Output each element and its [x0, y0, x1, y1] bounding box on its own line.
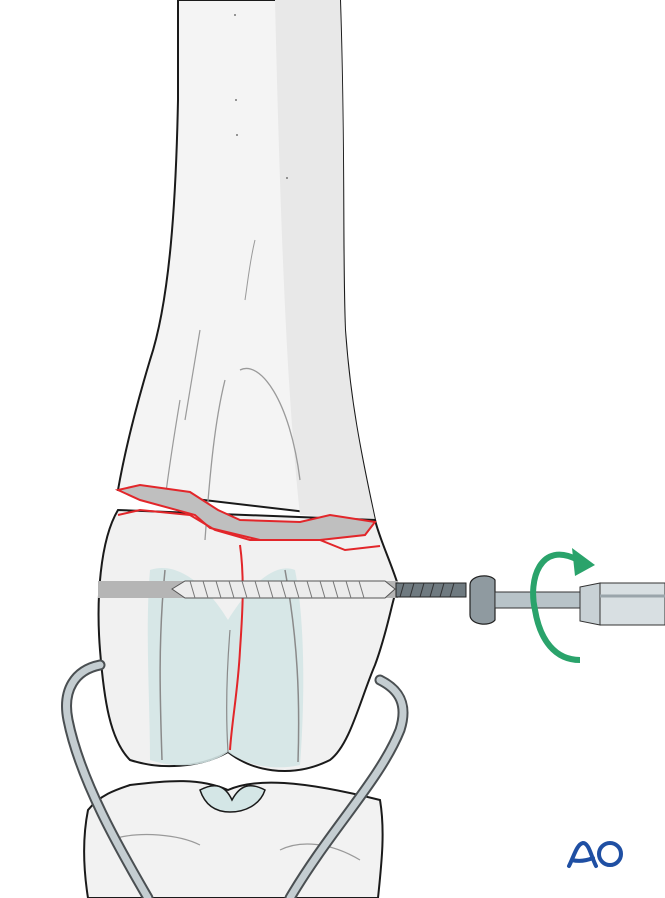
- lag-screw: [98, 575, 496, 625]
- rotation-arrow-icon: [530, 548, 595, 663]
- tibia: [83, 780, 384, 898]
- screwdriver: [494, 582, 665, 626]
- femur: [97, 0, 400, 772]
- ao-logo: [567, 840, 623, 868]
- fracture-lines: [114, 483, 381, 751]
- retractor-wire: [61, 659, 409, 898]
